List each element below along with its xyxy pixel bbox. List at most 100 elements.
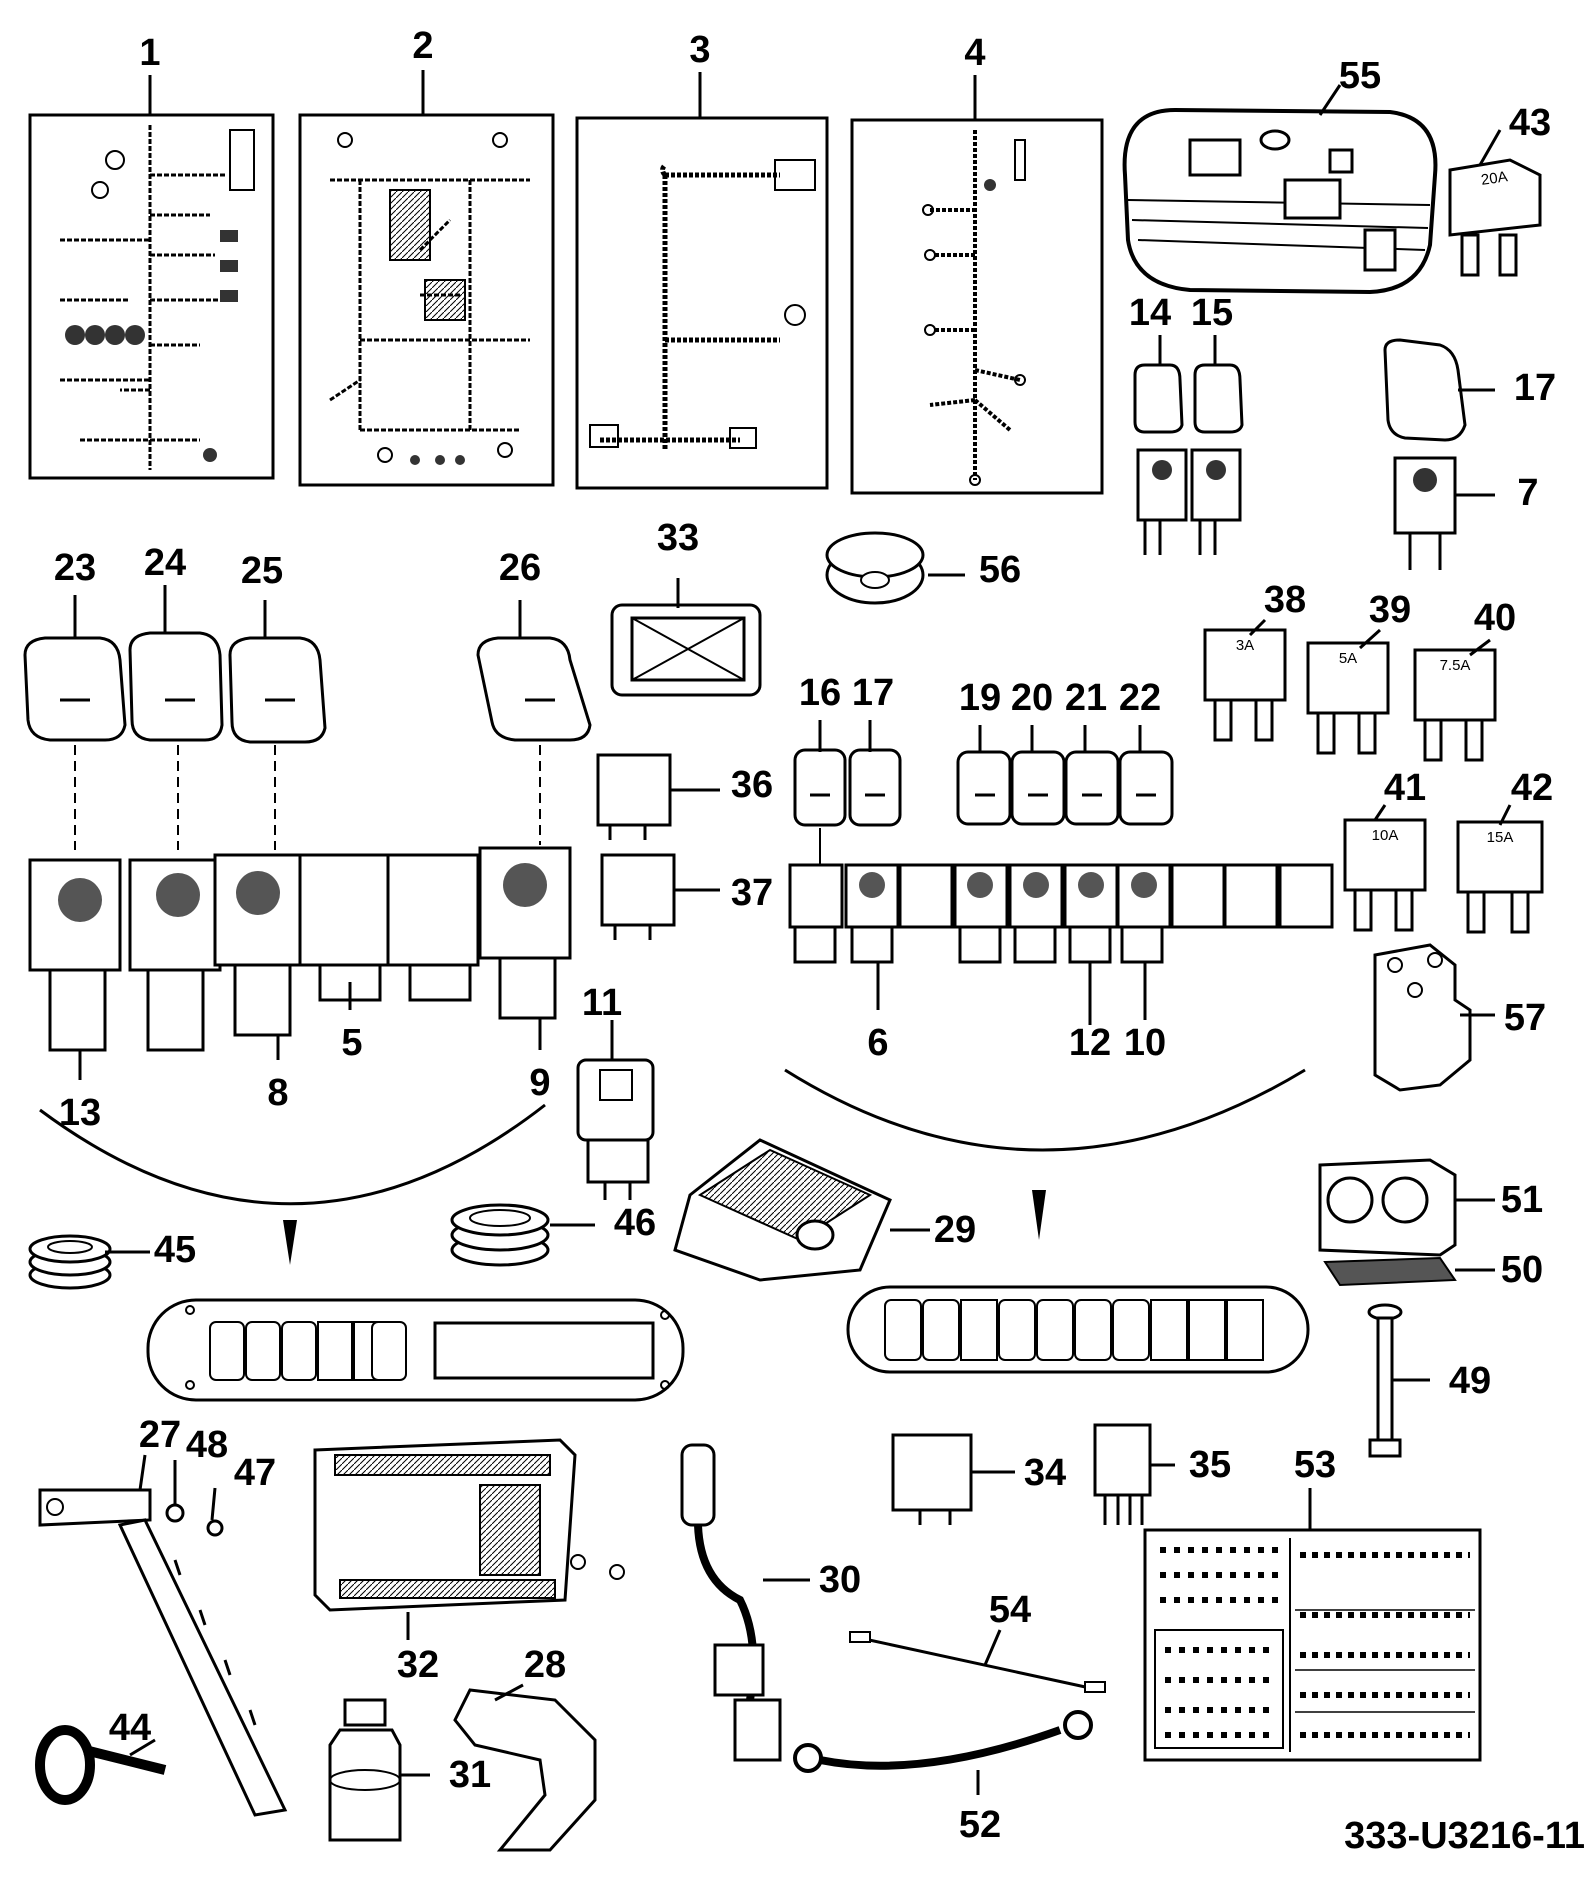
callout-36: 36 — [731, 764, 773, 806]
relay-35 — [1093, 1423, 1152, 1525]
harness-panel-3 — [575, 116, 829, 490]
callout-44: 44 — [109, 1707, 151, 1749]
screw-47 — [206, 1519, 224, 1537]
callout-38: 38 — [1264, 579, 1306, 621]
callout-12: 12 — [1069, 1022, 1111, 1064]
fuse-rating-label: 20A — [1480, 168, 1509, 189]
callout-27: 27 — [139, 1414, 181, 1456]
relay-34 — [891, 1433, 973, 1525]
callout-22: 22 — [1119, 677, 1161, 719]
clamp-block-51 — [1318, 1158, 1457, 1257]
callout-57: 57 — [1504, 997, 1546, 1039]
callout-15: 15 — [1191, 292, 1233, 334]
callout-labels: 1 2 3 4 55 43 14 15 17 7 23 24 25 26 33 … — [54, 25, 1556, 1846]
callout-1: 1 — [139, 32, 160, 74]
callout-29: 29 — [934, 1209, 976, 1251]
callout-43: 43 — [1509, 102, 1551, 144]
callout-55: 55 — [1339, 55, 1381, 97]
callout-33: 33 — [657, 517, 699, 559]
callout-39: 39 — [1369, 589, 1411, 631]
fuse-20a: 20A — [1448, 158, 1542, 277]
callout-10: 10 — [1124, 1022, 1166, 1064]
washer-48 — [165, 1503, 185, 1523]
callout-31: 31 — [449, 1754, 491, 1796]
fuse-rating-label: 3A — [1236, 637, 1254, 654]
fuse-rating-label: 15A — [1487, 829, 1514, 846]
callout-35: 35 — [1189, 1444, 1231, 1486]
cable-tie-44 — [35, 1725, 167, 1805]
switch-17-7 — [1383, 338, 1467, 570]
fuse-label-chart-53 — [1143, 1528, 1482, 1762]
controller-29 — [673, 1138, 892, 1282]
grommet-46 — [450, 1203, 550, 1267]
callout-21: 21 — [1065, 677, 1107, 719]
callout-6: 6 — [867, 1022, 888, 1064]
cable-52 — [793, 1710, 1093, 1773]
shim-50 — [1323, 1256, 1457, 1287]
callout-5: 5 — [341, 1022, 362, 1064]
grommet-56 — [825, 531, 925, 605]
switch-bank-right — [788, 863, 1334, 964]
clamp-57 — [1373, 943, 1472, 1092]
fuse-5a: 5A — [1306, 641, 1390, 755]
callout-41: 41 — [1384, 767, 1426, 809]
callout-17a: 17 — [1514, 367, 1556, 409]
bolt-49 — [1367, 1303, 1403, 1458]
switch-caps-16-22 — [793, 748, 1174, 870]
callout-34: 34 — [1024, 1452, 1066, 1494]
callout-28: 28 — [524, 1644, 566, 1686]
callout-30: 30 — [819, 1559, 861, 1601]
callout-19: 19 — [959, 677, 1001, 719]
callout-23: 23 — [54, 547, 96, 589]
harness-panel-1 — [28, 113, 275, 480]
fuse-3a: 3A — [1203, 628, 1287, 742]
right-arc-pointer — [1032, 1190, 1046, 1240]
callout-2: 2 — [412, 25, 433, 67]
connector-31 — [328, 1698, 402, 1842]
relay-37 — [600, 853, 676, 940]
callout-53: 53 — [1294, 1444, 1336, 1486]
switch-11 — [576, 1058, 655, 1200]
callout-49: 49 — [1449, 1360, 1491, 1402]
callout-3: 3 — [689, 29, 710, 71]
callout-56: 56 — [979, 549, 1021, 591]
left-arc-pointer — [283, 1220, 297, 1265]
display-33 — [610, 603, 762, 697]
callout-13: 13 — [59, 1092, 101, 1134]
fuse-10a: 10A — [1343, 818, 1427, 932]
callout-11: 11 — [582, 982, 622, 1024]
cable-54 — [849, 1631, 1106, 1693]
callout-25: 25 — [241, 550, 283, 592]
callout-40: 40 — [1474, 597, 1516, 639]
callout-50: 50 — [1501, 1249, 1543, 1291]
harness-panel-2 — [298, 113, 555, 487]
fuse-rating-label: 7.5A — [1440, 657, 1471, 674]
right-bank-arc — [784, 1068, 1306, 1152]
callout-17b: 17 — [852, 672, 894, 714]
callout-52: 52 — [959, 1804, 1001, 1846]
ecu-32 — [313, 1438, 625, 1612]
relay-36 — [596, 753, 672, 840]
callout-24: 24 — [144, 542, 186, 584]
callout-7: 7 — [1517, 472, 1538, 514]
callout-54: 54 — [989, 1589, 1031, 1631]
switch-panel-right — [846, 1285, 1310, 1374]
callout-16: 16 — [799, 672, 841, 714]
callout-48: 48 — [186, 1424, 228, 1466]
callout-45: 45 — [154, 1229, 196, 1271]
callout-47: 47 — [234, 1452, 276, 1494]
instrument-cluster — [1122, 107, 1438, 295]
fuse-rating-label: 10A — [1372, 827, 1399, 844]
fuse-15a: 15A — [1456, 820, 1544, 934]
callout-20: 20 — [1011, 677, 1053, 719]
switch-bank-left — [28, 846, 572, 1052]
switch-panel-left — [146, 1298, 685, 1402]
bracket-28 — [453, 1688, 597, 1852]
bracket-27 — [38, 1488, 288, 1817]
callout-42: 42 — [1511, 767, 1553, 809]
callout-37: 37 — [731, 872, 773, 914]
harness-30 — [680, 1443, 782, 1762]
callout-51: 51 — [1501, 1179, 1543, 1221]
